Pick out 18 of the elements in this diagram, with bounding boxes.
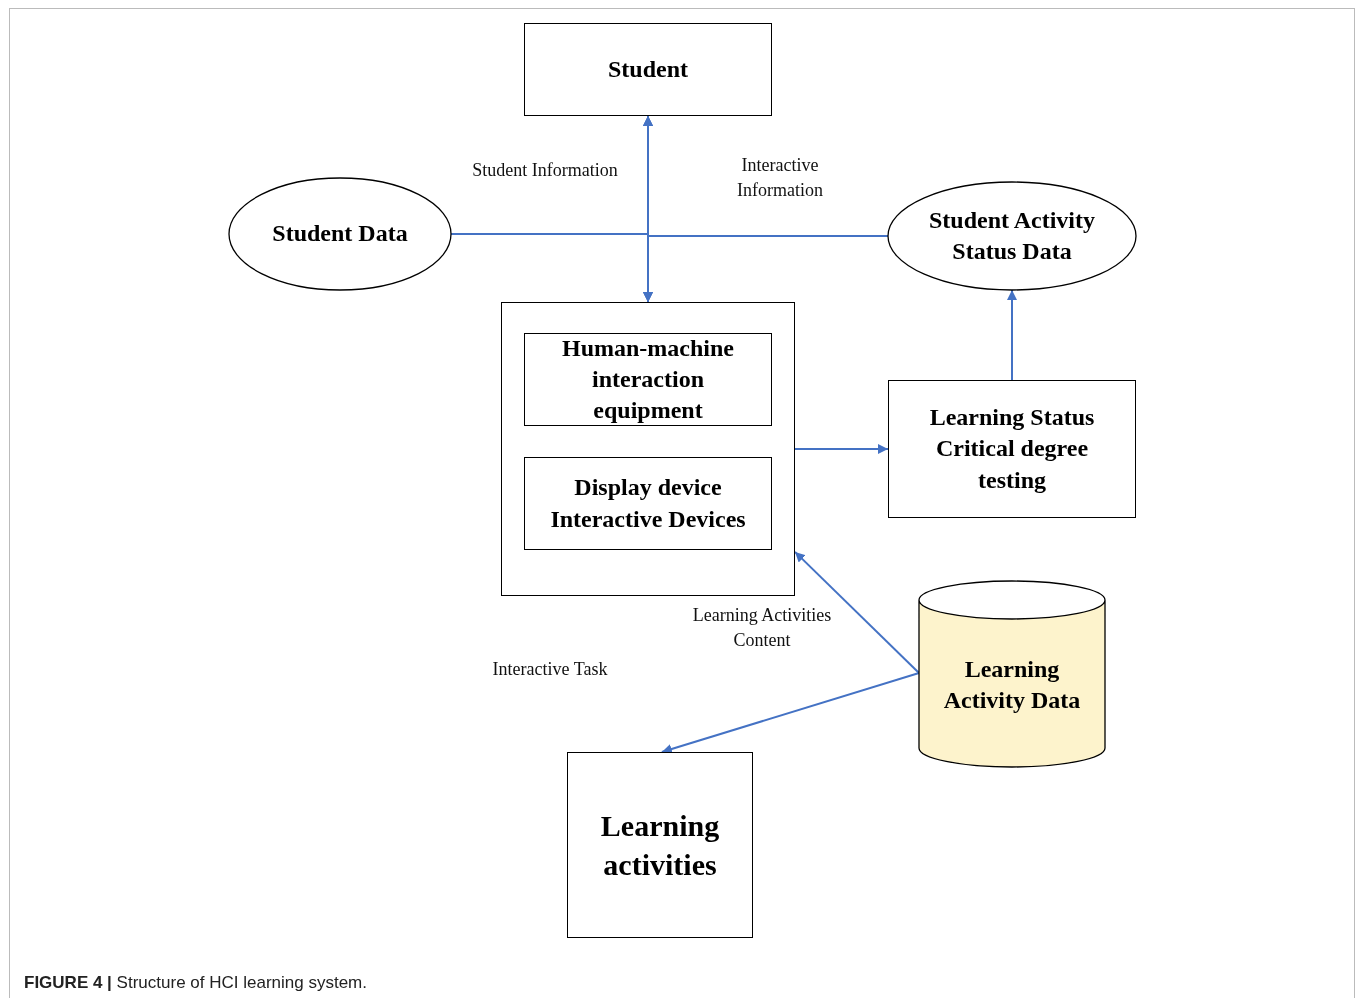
process-box: Human-machine interaction equipment [524, 333, 772, 426]
flow-label: Learning Activities Content [691, 604, 833, 653]
process-box: Student [524, 23, 772, 116]
connector-arrow [1007, 289, 1017, 381]
connector-arrow [794, 550, 920, 674]
connector-arrow [794, 444, 889, 454]
data-ellipse: Student Data [229, 178, 451, 290]
flow-label: Interactive Information [736, 154, 824, 203]
flow-label: Interactive Task [491, 658, 609, 681]
data-ellipse: Student Activity Status Data [888, 182, 1136, 290]
connector-arrow [643, 235, 889, 303]
figure-caption: FIGURE 4 | Structure of HCI learning system. [24, 973, 367, 993]
process-box: Learning Status Critical degree testing [888, 380, 1136, 518]
process-box: Display device Interactive Devices [524, 457, 772, 550]
connector-arrow [660, 672, 920, 754]
flow-label: Student Information [471, 159, 619, 182]
container-box [501, 302, 795, 596]
process-box: Learning activities [567, 752, 753, 938]
